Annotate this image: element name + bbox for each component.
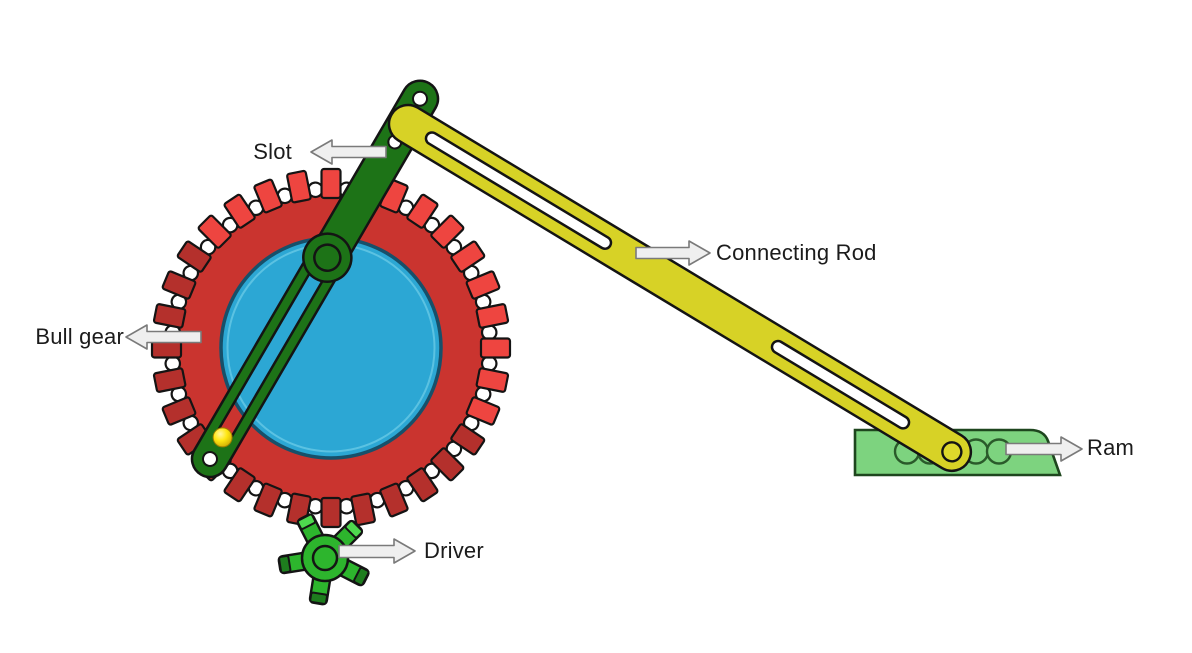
gear-tooth xyxy=(379,482,409,518)
slotted-lever xyxy=(190,79,440,479)
gear-tooth xyxy=(465,396,501,426)
lever-pivot-boss xyxy=(302,232,353,283)
driver-label: Driver xyxy=(424,538,484,563)
connecting-rod xyxy=(387,103,973,473)
driver-gear xyxy=(277,513,370,606)
gear-tooth xyxy=(223,193,256,229)
gear-tooth xyxy=(161,270,197,300)
gear-tooth xyxy=(406,193,439,229)
bull-gear-arrow xyxy=(125,324,202,350)
gear-tooth xyxy=(350,492,376,527)
gear-tooth xyxy=(197,214,232,249)
gear-tooth xyxy=(286,169,312,204)
crank-pin-ball xyxy=(212,427,233,448)
gear-tooth xyxy=(253,482,283,518)
slot-arrow xyxy=(310,139,387,165)
slot-label: Slot xyxy=(253,139,292,164)
lever-bottom-hole xyxy=(202,451,218,467)
driver-hub-hole xyxy=(311,544,339,572)
driver-spoke-tip xyxy=(309,591,328,605)
lever-pivot-hole xyxy=(313,243,342,272)
ram-label: Ram xyxy=(1087,435,1135,460)
bull-gear-label: Bull gear xyxy=(35,324,124,349)
gear-tooth xyxy=(152,367,187,393)
connecting-rod-arrow xyxy=(635,240,711,266)
gear-tooth xyxy=(430,214,465,249)
driver-spoke-tip xyxy=(278,555,292,574)
rod-end-pin xyxy=(941,441,963,463)
gear-tooth xyxy=(253,178,283,214)
lever-top-hole xyxy=(412,90,429,107)
gear-tooth xyxy=(223,467,256,503)
gear-tooth xyxy=(152,303,187,329)
driver-spoke-tip xyxy=(296,513,317,530)
gear-tooth xyxy=(465,270,501,300)
gear-tooth xyxy=(320,167,342,200)
gear-tooth xyxy=(320,496,342,529)
gear-tooth xyxy=(475,303,510,329)
gear-tooth xyxy=(406,467,439,503)
gear-tooth xyxy=(430,447,465,482)
driver-arrow xyxy=(338,538,416,564)
driver-spoke-tip xyxy=(353,566,370,587)
gear-tooth xyxy=(479,337,512,359)
gear-tooth xyxy=(450,240,486,273)
gear-tooth xyxy=(176,240,212,273)
ram-arrow xyxy=(1005,436,1083,462)
gear-tooth xyxy=(161,396,197,426)
driver-spoke-tip xyxy=(344,519,364,539)
connecting-rod-label: Connecting Rod xyxy=(716,240,877,265)
gear-tooth xyxy=(450,423,486,456)
gear-tooth xyxy=(475,367,510,393)
connecting-rod-body xyxy=(387,103,973,473)
